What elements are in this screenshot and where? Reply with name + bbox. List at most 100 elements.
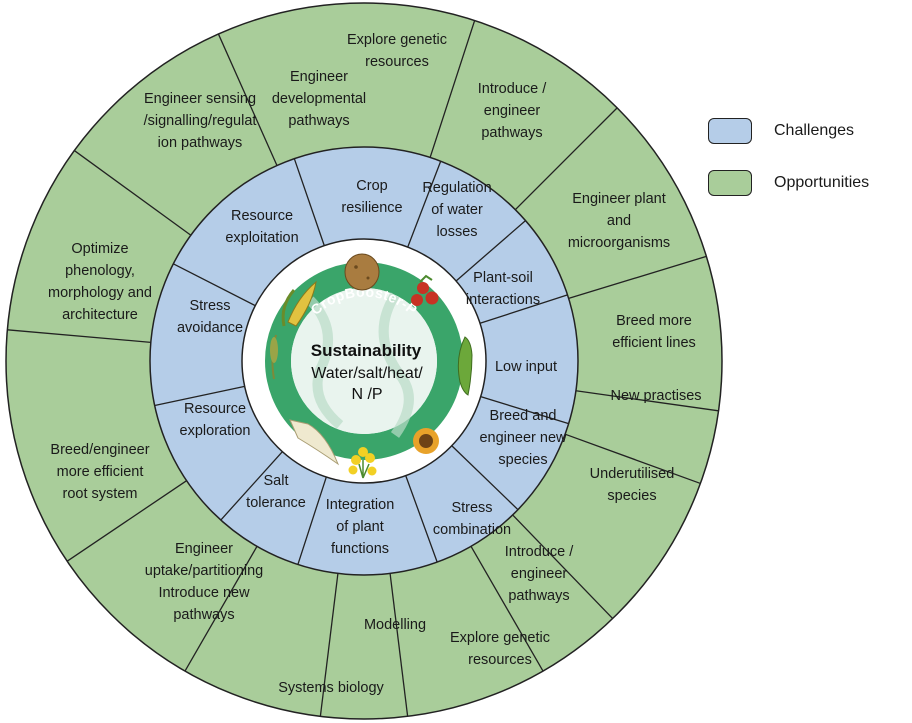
challenges-dividers (154, 158, 569, 565)
opportunity-label-10-line-0: Systems biology (278, 680, 384, 696)
challenge-divider-3 (479, 294, 568, 324)
challenge-divider-0 (293, 158, 325, 246)
opportunity-label-7: Introduce / engineer pathways (505, 544, 574, 604)
challenge-label-2-line-1: interactions (466, 292, 540, 308)
opportunity-label-11-line-2: Introduce new (158, 585, 250, 601)
challenge-divider-4 (480, 396, 569, 425)
wheat-icon (270, 334, 278, 380)
opportunity-label-13-line-1: phenology, (65, 263, 135, 279)
challenge-label-1-line-1: of water (431, 202, 483, 218)
challenge-label-7-line-1: tolerance (246, 495, 306, 511)
opportunity-label-13-line-3: architecture (62, 307, 138, 323)
opportunity-divider-4 (575, 390, 719, 412)
opportunities-swatch (708, 170, 752, 196)
opportunity-label-9-line-0: Modelling (364, 617, 426, 633)
challenge-divider-9 (154, 385, 245, 407)
opportunity-label-11-line-1: uptake/partitioning (145, 563, 264, 579)
opportunity-label-3-line-2: microorganisms (568, 235, 670, 251)
opportunity-label-7-line-0: Introduce / (505, 544, 574, 560)
opportunity-label-0-line-0: Explore genetic (347, 32, 447, 48)
opportunity-divider-3 (568, 255, 707, 300)
opportunity-label-14-line-0: Engineer sensing (144, 91, 256, 107)
center-line-1: Water/salt/heat/ (311, 365, 423, 382)
opportunity-divider-5 (564, 433, 701, 485)
challenge-label-6: Integration of plant functions (326, 497, 395, 557)
parsnip-icon (289, 419, 340, 466)
opportunity-label-0-line-1: resources (365, 54, 429, 70)
challenge-label-7: Salt tolerance (246, 473, 306, 511)
challenge-label-8: Resource exploration (180, 401, 251, 439)
potato-icon (344, 253, 380, 291)
legend-label-opportunities: Opportunities (774, 174, 870, 191)
challenge-label-7-line-0: Salt (264, 473, 289, 489)
opportunity-label-12-line-0: Breed/engineer (50, 442, 149, 458)
challenge-divider-5 (451, 445, 519, 511)
challenge-divider-8 (220, 451, 283, 521)
challenge-divider-10 (173, 263, 256, 307)
opportunity-label-4-line-1: efficient lines (612, 335, 696, 351)
yellow-flowers-icon (348, 447, 377, 479)
sunflower-icon (413, 428, 439, 454)
opportunity-divider-7 (470, 546, 544, 672)
opportunity-label-5: New practises (610, 388, 701, 404)
tomato-icon (411, 274, 439, 306)
challenge-divider-6 (405, 475, 438, 563)
opportunity-label-12-line-1: more efficient (57, 464, 144, 480)
challenge-label-9-line-0: Stress (189, 298, 230, 314)
challenge-label-4-line-2: species (498, 452, 547, 468)
challenge-label-6-line-2: functions (331, 541, 389, 557)
maize-icon (281, 280, 317, 327)
opportunity-label-6-line-0: Underutilised (590, 466, 675, 482)
opportunity-label-14-line-2: ion pathways (158, 135, 243, 151)
legend: Challenges Opportunities (708, 116, 869, 220)
opportunity-divider-8 (389, 573, 409, 717)
opportunity-label-7-line-1: engineer (511, 566, 568, 582)
pea-pod-icon (457, 336, 473, 396)
challenge-label-2-line-0: Plant-soil (473, 270, 533, 286)
challenge-label-10-line-0: Resource (231, 208, 293, 224)
opportunity-label-2-line-1: engineer (484, 103, 541, 119)
challenge-label-6-line-1: of plant (336, 519, 384, 535)
challenge-label-8-line-1: exploration (180, 423, 251, 439)
challenge-label-1-line-0: Regulation (422, 180, 491, 196)
challenges-swatch (708, 118, 752, 144)
opportunity-label-1: Engineer developmental pathways (272, 69, 366, 129)
opportunity-label-4-line-0: Breed more (616, 313, 692, 329)
challenge-label-6-line-0: Integration (326, 497, 395, 513)
opportunity-label-1-line-1: developmental (272, 91, 366, 107)
challenge-label-9-line-1: avoidance (177, 320, 243, 336)
opportunity-label-9: Modelling (364, 617, 426, 633)
opportunity-label-12-line-2: root system (63, 486, 138, 502)
opportunity-divider-9 (319, 573, 339, 717)
opportunity-divider-1 (429, 20, 476, 158)
challenge-label-8-line-0: Resource (184, 401, 246, 417)
opportunity-label-3-line-0: Engineer plant (572, 191, 666, 207)
opportunity-divider-10 (184, 546, 258, 672)
challenge-label-3: Low input (495, 359, 557, 375)
opportunity-label-11-line-0: Engineer (175, 541, 233, 557)
challenge-label-5-line-0: Stress (451, 500, 492, 516)
challenge-label-9: Stress avoidance (177, 298, 243, 336)
opportunity-label-11-line-3: pathways (173, 607, 234, 623)
opportunity-label-5-line-0: New practises (610, 388, 701, 404)
opportunity-label-1-line-2: pathways (288, 113, 349, 129)
challenge-divider-2 (455, 220, 526, 282)
opportunity-label-2-line-0: Introduce / (478, 81, 547, 97)
opportunity-label-10: Systems biology (278, 680, 384, 696)
opportunity-label-12: Breed/engineer more efficient root system (50, 442, 149, 502)
opportunity-label-1-line-0: Engineer (290, 69, 348, 85)
opportunity-label-13-line-0: Optimize (71, 241, 128, 257)
challenge-label-0-line-1: resilience (341, 200, 402, 216)
opportunity-label-7-line-2: pathways (508, 588, 569, 604)
challenge-label-10-line-1: exploitation (225, 230, 298, 246)
opportunity-label-3-line-1: and (607, 213, 631, 229)
legend-label-challenges: Challenges (774, 122, 855, 139)
